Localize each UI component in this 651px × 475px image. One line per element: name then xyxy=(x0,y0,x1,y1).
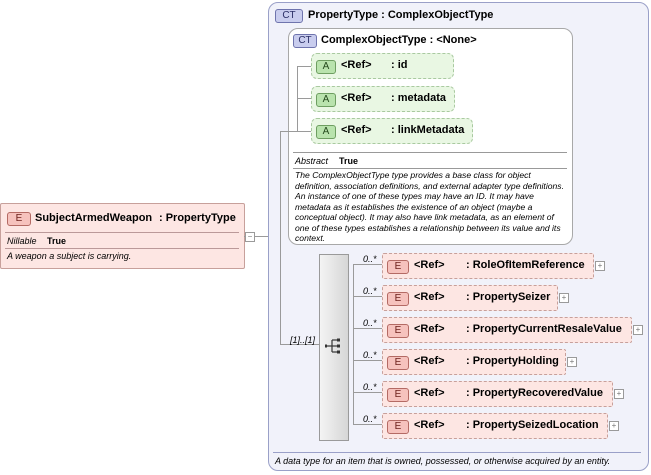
expand-toggle[interactable]: − xyxy=(245,232,255,242)
root-element-box[interactable]: E SubjectArmedWeapon : PropertyType Nill… xyxy=(0,203,245,269)
element-badge: E xyxy=(387,324,409,338)
attribute-ref: <Ref> xyxy=(341,124,372,136)
element-ref: <Ref> xyxy=(414,323,445,335)
connector xyxy=(353,328,382,329)
attribute-badge: A xyxy=(316,60,336,74)
expand-plus-icon[interactable]: + xyxy=(559,293,569,303)
connector xyxy=(353,424,382,425)
sequence-compositor[interactable] xyxy=(319,254,349,441)
occurs-label: 0..* xyxy=(363,286,377,296)
connector xyxy=(353,360,382,361)
attribute-link-metadata[interactable]: A <Ref> : linkMetadata xyxy=(311,118,473,144)
element-ref: <Ref> xyxy=(414,291,445,303)
root-element-description: A weapon a subject is carrying. xyxy=(7,251,132,261)
connector xyxy=(353,264,382,265)
complex-object-type-title: ComplexObjectType : <None> xyxy=(321,34,477,46)
property-type-title: PropertyType : ComplexObjectType xyxy=(308,9,494,21)
divider xyxy=(5,232,239,233)
element-name: : PropertySeizedLocation xyxy=(466,419,599,431)
attribute-badge: A xyxy=(316,93,336,107)
occurs-label: 0..* xyxy=(363,254,377,264)
complex-type-badge: CT xyxy=(293,34,317,48)
element-badge: E xyxy=(387,420,409,434)
sequence-multiplicity: [1]..[1] xyxy=(290,335,316,345)
abstract-value: True xyxy=(339,156,359,166)
attribute-name: : linkMetadata xyxy=(391,124,465,136)
attribute-name: : id xyxy=(391,59,408,71)
abstract-label: Abstract xyxy=(295,156,329,166)
divider xyxy=(273,452,641,453)
connector xyxy=(280,344,319,345)
divider xyxy=(5,248,239,249)
attribute-name: : metadata xyxy=(391,92,447,104)
connector xyxy=(297,66,298,132)
connector xyxy=(297,131,311,132)
attribute-ref: <Ref> xyxy=(341,59,372,71)
expand-plus-icon[interactable]: + xyxy=(609,421,619,431)
divider xyxy=(293,168,567,169)
connector xyxy=(353,264,354,425)
element-property-seized-location[interactable]: E <Ref> : PropertySeizedLocation xyxy=(382,413,608,439)
attribute-metadata[interactable]: A <Ref> : metadata xyxy=(311,86,455,112)
element-property-seizer[interactable]: E <Ref> : PropertySeizer xyxy=(382,285,558,311)
connector xyxy=(353,296,382,297)
nillable-value: True xyxy=(47,236,67,246)
occurs-label: 0..* xyxy=(363,350,377,360)
element-name: : RoleOfItemReference xyxy=(466,259,585,271)
element-name: : PropertyHolding xyxy=(466,355,559,367)
connector xyxy=(297,66,311,67)
element-property-recovered-value[interactable]: E <Ref> : PropertyRecoveredValue xyxy=(382,381,613,407)
connector xyxy=(297,98,311,99)
divider xyxy=(293,152,567,153)
element-badge: E xyxy=(387,388,409,402)
property-type-description: A data type for an item that is owned, p… xyxy=(275,456,611,466)
element-badge: E xyxy=(387,356,409,370)
root-element-type: : PropertyType xyxy=(159,212,236,224)
occurs-label: 0..* xyxy=(363,318,377,328)
connector xyxy=(353,392,382,393)
element-badge: E xyxy=(7,212,31,226)
element-badge: E xyxy=(387,292,409,306)
element-ref: <Ref> xyxy=(414,419,445,431)
element-ref: <Ref> xyxy=(414,387,445,399)
connector xyxy=(280,131,281,344)
nillable-label: Nillable xyxy=(7,236,37,246)
complex-object-type-description: The ComplexObjectType type provides a ba… xyxy=(295,170,564,243)
expand-plus-icon[interactable]: + xyxy=(633,325,643,335)
expand-plus-icon[interactable]: + xyxy=(614,389,624,399)
element-badge: E xyxy=(387,260,409,274)
sequence-icon xyxy=(325,338,340,354)
occurs-label: 0..* xyxy=(363,382,377,392)
expand-plus-icon[interactable]: + xyxy=(567,357,577,367)
complex-type-badge: CT xyxy=(275,9,303,23)
attribute-badge: A xyxy=(316,125,336,139)
root-element-name: SubjectArmedWeapon xyxy=(35,212,153,224)
element-name: : PropertySeizer xyxy=(466,291,551,303)
element-ref: <Ref> xyxy=(414,259,445,271)
occurs-label: 0..* xyxy=(363,414,377,424)
connector xyxy=(280,131,297,132)
element-property-current-resale-value[interactable]: E <Ref> : PropertyCurrentResaleValue xyxy=(382,317,632,343)
attribute-ref: <Ref> xyxy=(341,92,372,104)
connector xyxy=(255,236,269,237)
attribute-id[interactable]: A <Ref> : id xyxy=(311,53,454,79)
element-name: : PropertyRecoveredValue xyxy=(466,387,603,399)
element-ref: <Ref> xyxy=(414,355,445,367)
element-property-holding[interactable]: E <Ref> : PropertyHolding xyxy=(382,349,566,375)
expand-plus-icon[interactable]: + xyxy=(595,261,605,271)
element-name: : PropertyCurrentResaleValue xyxy=(466,323,622,335)
element-role-of-item-reference[interactable]: E <Ref> : RoleOfItemReference xyxy=(382,253,594,279)
